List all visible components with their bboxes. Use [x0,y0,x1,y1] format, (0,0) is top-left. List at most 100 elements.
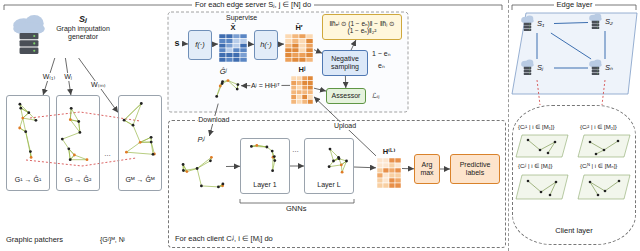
line [217,83,222,96]
dot [237,83,240,86]
dot [273,155,276,158]
graph-figure: Pᵢʲ [176,136,226,198]
line [548,142,555,153]
dot [338,157,341,160]
dot [182,169,185,172]
rect-shape [524,73,532,76]
dot [273,159,276,162]
dot [210,156,213,159]
dot [604,190,607,193]
dot [19,107,22,110]
dot [21,117,24,120]
section-heading: For each edge server Sⱼ, j ∈ [N] do [192,1,314,10]
rect-shape [233,52,240,57]
rect-shape [299,38,306,43]
dot [70,107,73,110]
flow-arrow [354,167,376,169]
dot [182,163,185,166]
svg-figure [10,14,48,56]
dot [123,119,126,122]
line [133,104,141,126]
annotation-label: {Gʲ}ᴹ, Nʲ [100,236,125,244]
rect-shape [524,26,532,29]
input-symbol: s [172,38,182,48]
dot [19,103,22,106]
line [62,132,80,139]
flow-arrow [79,58,118,113]
process-box: Arg max [414,154,440,184]
dot [554,141,557,144]
line [69,149,70,160]
rect-shape [395,168,401,173]
graph-name: Ĝʲ [205,68,241,77]
dot [140,102,143,105]
rect-shape [233,57,240,62]
rect-shape [308,85,314,90]
rect-shape [395,183,401,188]
rect-shape [219,43,226,48]
rect-shape [240,52,247,57]
rect-shape [524,23,532,26]
section-heading: For each client Cᵢʲ, i ∈ [Mⱼ] do [175,235,273,244]
edge-server: Sₙ [588,59,622,77]
graph-drawing [205,77,241,104]
line [70,120,80,133]
annotation-label: ℒᵢⱼ [372,92,379,100]
matrix-symbol: H⁽ᴸ⁾ [376,148,402,157]
patch-caption: G² → Ĝ² [57,176,99,184]
line [124,104,141,121]
dot [549,194,552,197]
line [590,182,598,195]
dot [24,130,27,133]
client-frame: For each client Cᵢʲ, i ∈ [Mⱼ] do PᵢʲLayer… [168,120,506,248]
link-line [537,80,540,105]
rect-shape [226,34,233,39]
annotation-label: {Cᵢʲ | i ∈ [Mⱼ]} [518,163,552,170]
rect-shape [226,43,233,48]
svg-figure [9,98,47,172]
rect-shape [240,38,247,43]
server-icon [520,15,535,32]
edge-server-frame: For each edge server Sⱼ, j ∈ [N] do SⱼGra… [0,0,506,251]
rect-shape [389,178,395,183]
rect-shape [291,85,297,90]
rect-shape [377,183,383,188]
cloud-server: SⱼGraph imputation generator [10,12,114,58]
dot [529,26,531,28]
dot [340,164,343,167]
dot [209,159,212,162]
feature-matrix: H⁽ᴸ⁾ [376,148,402,189]
rect-shape [291,76,297,81]
dot [555,181,558,184]
line [74,155,87,160]
line [70,108,72,119]
line [70,108,72,119]
rect-shape [299,43,306,48]
dot [617,140,620,143]
dot [200,184,203,187]
line [590,142,604,150]
line [21,108,23,118]
rect-shape [297,85,303,90]
rect-shape [524,29,532,32]
dot [597,27,599,29]
dot [33,35,35,37]
dot [236,87,239,90]
line [140,137,151,142]
dot [139,141,142,144]
rect-shape [377,163,383,168]
dot [79,131,82,134]
rect-shape [389,168,395,173]
rect-shape [306,57,313,62]
dot [33,42,35,44]
flow-arrow [212,44,218,45]
rect-shape [592,27,600,30]
line [197,168,201,185]
layer-label: Layer L [305,181,353,189]
rect-shape [240,34,247,39]
rect-shape [306,43,313,48]
line [23,118,36,120]
rect-shape [306,34,313,39]
flow-arrow [226,166,240,167]
svg-figure [377,158,401,188]
